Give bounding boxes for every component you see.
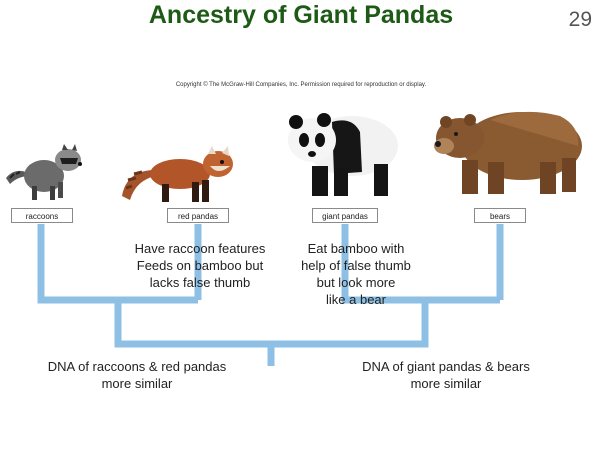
taxon-label-giant-pandas: giant pandas	[312, 208, 378, 223]
bear-image	[434, 111, 582, 194]
red-panda-note: Have raccoon features Feeds on bamboo bu…	[112, 240, 288, 291]
copyright-notice: Copyright © The McGraw-Hill Companies, I…	[175, 82, 427, 88]
note-line: like a bear	[326, 292, 386, 307]
giant-panda-image	[288, 113, 398, 196]
raccoon-branch	[37, 224, 198, 304]
note-line: Have raccoon features	[134, 241, 266, 256]
right-clade-note: DNA of giant pandas & bears more similar	[332, 358, 560, 392]
taxon-label-red-pandas: red pandas	[167, 208, 229, 223]
note-line: lacks false thumb	[149, 275, 251, 290]
note-line: more similar	[410, 376, 482, 391]
note-line: DNA of raccoons & red pandas	[47, 359, 227, 374]
giant-panda-note: Eat bamboo with help of false thumb but …	[286, 240, 426, 308]
note-line: Eat bamboo with	[307, 241, 405, 256]
note-line: but look more	[316, 275, 396, 290]
red-panda-image	[122, 146, 233, 202]
giant-panda-branch	[341, 224, 500, 304]
left-clade-note: DNA of raccoons & red pandas more simila…	[20, 358, 254, 392]
slide-number: 29	[568, 8, 592, 31]
note-line: DNA of giant pandas & bears	[362, 359, 530, 374]
page-title: Ancestry of Giant Pandas	[148, 1, 454, 29]
note-line: help of false thumb	[301, 258, 411, 273]
raccoon-image	[6, 144, 82, 200]
note-line: more similar	[101, 376, 173, 391]
note-line: Feeds on bamboo but	[136, 258, 264, 273]
taxon-label-bears: bears	[474, 208, 526, 223]
taxon-label-raccoons: raccoons	[11, 208, 73, 223]
